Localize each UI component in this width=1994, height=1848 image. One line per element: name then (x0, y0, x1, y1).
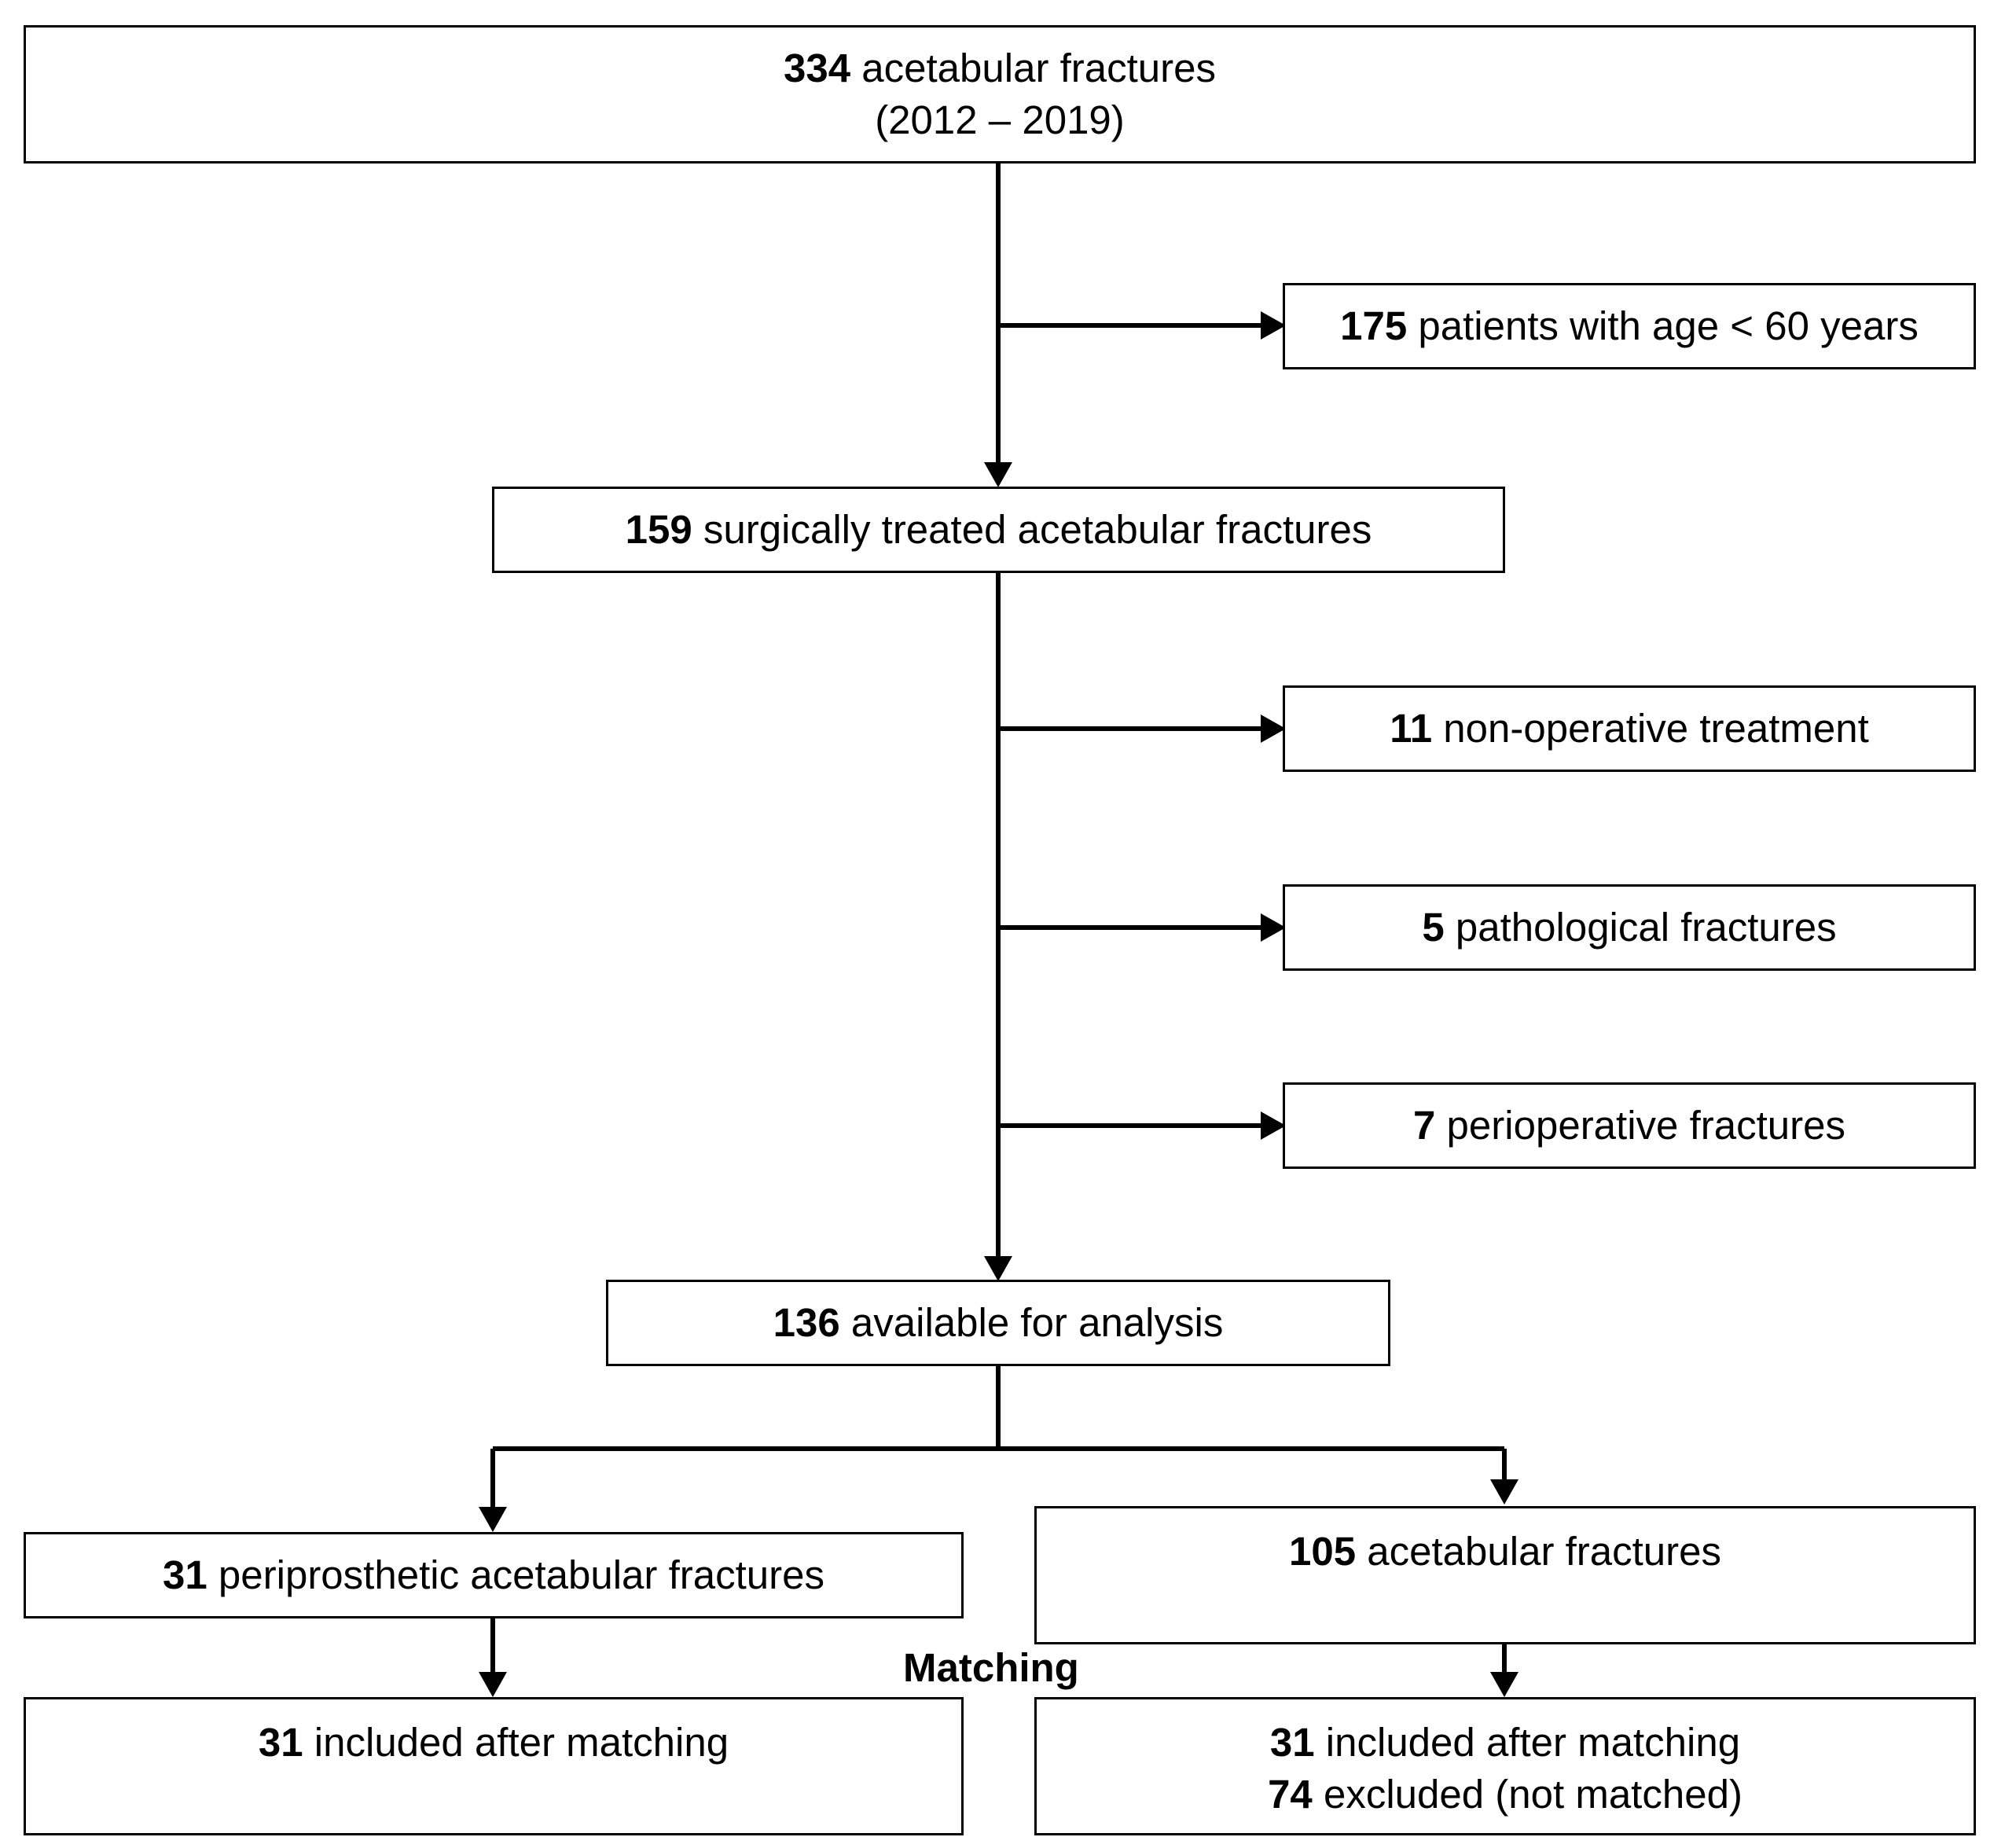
surgical-label: surgically treated acetabular fractures (692, 506, 1372, 552)
nonop-label: non-operative treatment (1432, 705, 1869, 751)
arrow-to-surgical (984, 462, 1012, 487)
arrow-to-left-matched (479, 1672, 507, 1697)
box-excluded-nonoperative: 11 non-operative treatment (1283, 685, 1976, 772)
box-total-fractures: 334 acetabular fractures (2012 – 2019) (24, 25, 1976, 163)
age-label: patients with age < 60 years (1407, 303, 1919, 348)
box-acetabular: 105 acetabular fractures (1034, 1506, 1976, 1644)
arrow-to-available (984, 1256, 1012, 1281)
total-label: acetabular fractures (850, 45, 1216, 90)
box-available-analysis: 136 available for analysis (606, 1280, 1390, 1366)
surgical-count: 159 (625, 506, 692, 552)
path-count: 5 (1422, 904, 1445, 950)
arrow-to-periop (1261, 1111, 1286, 1140)
box-left-matched: 31 included after matching (24, 1697, 964, 1835)
age-count: 175 (1340, 303, 1408, 348)
arrow-to-age (1261, 311, 1286, 340)
box-excluded-perioperative: 7 perioperative fractures (1283, 1082, 1976, 1169)
left-matched-count: 31 (258, 1720, 303, 1765)
arrow-to-path (1261, 913, 1286, 942)
box-excluded-pathological: 5 pathological fractures (1283, 884, 1976, 971)
path-label: pathological fractures (1444, 904, 1837, 950)
total-count: 334 (784, 45, 851, 90)
arrow-to-periprosthetic (479, 1507, 507, 1532)
right-matched-count: 31 (1269, 1720, 1315, 1765)
total-period: (2012 – 2019) (875, 97, 1125, 142)
periprosthetic-count: 31 (163, 1552, 207, 1597)
right-excluded-label: excluded (not matched) (1312, 1772, 1742, 1817)
available-count: 136 (773, 1299, 840, 1345)
right-matched-label: included after matching (1314, 1720, 1741, 1765)
matching-label: Matching (903, 1645, 1079, 1690)
arrow-to-right-matched (1490, 1672, 1518, 1697)
periop-count: 7 (1413, 1102, 1436, 1148)
nonop-count: 11 (1390, 705, 1433, 751)
box-excluded-age: 175 patients with age < 60 years (1283, 283, 1976, 369)
box-periprosthetic: 31 periprosthetic acetabular fractures (24, 1532, 964, 1618)
left-matched-label: included after matching (303, 1720, 729, 1765)
arrow-to-nonop (1261, 715, 1286, 743)
box-right-matched: 31 included after matching 74 excluded (… (1034, 1697, 1976, 1835)
right-excluded-count: 74 (1268, 1772, 1313, 1817)
acetabular-label: acetabular fractures (1356, 1529, 1721, 1574)
arrow-to-acetabular (1490, 1479, 1518, 1504)
periprosthetic-label: periprosthetic acetabular fractures (207, 1552, 824, 1597)
periop-label: perioperative fractures (1435, 1102, 1845, 1148)
box-surgically-treated: 159 surgically treated acetabular fractu… (492, 487, 1505, 573)
acetabular-count: 105 (1289, 1529, 1357, 1574)
available-label: available for analysis (839, 1299, 1224, 1345)
